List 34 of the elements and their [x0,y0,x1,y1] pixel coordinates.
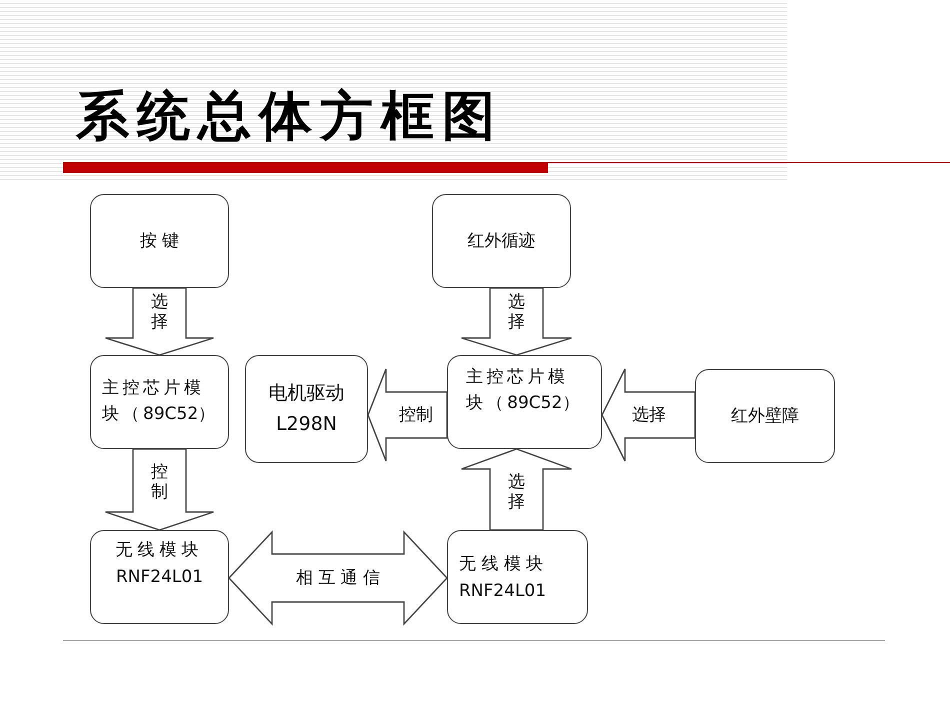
title: 系统总体方框图 [76,86,503,146]
label: 红外壁障 [731,405,799,428]
rounded-box [447,530,588,624]
edge-label: 选择 [150,292,168,332]
label: RNF24L01 [459,580,546,603]
block-arrow [367,368,448,462]
block-arrow [601,368,696,462]
block-arrow [228,530,448,626]
label: 无线模块 [116,539,204,562]
rounded-box [90,194,229,288]
block-arrow [460,448,572,531]
label: 无 线 模 块 [459,553,544,576]
block-arrow [460,287,572,356]
rounded-box [245,355,368,463]
label: RNF24L01 [116,566,204,589]
block-arrow [104,448,214,531]
label: 主控芯片模块（89C52） [466,366,583,415]
label: 电机驱动 [268,381,344,406]
rounded-box [695,369,835,463]
rounded-box [90,530,229,624]
label: L298N [276,412,338,437]
edge-label: 控制 [150,462,168,502]
edge-label: 选择 [632,405,666,425]
label: 主控芯片模块（89C52） [102,377,219,426]
edge-label: 控制 [399,405,433,425]
edge-label: 选择 [508,472,526,512]
edge-label: 选择 [508,292,526,332]
rounded-box [432,194,571,288]
rounded-box [90,355,229,449]
rounded-box [447,355,602,449]
label: 红外循迹 [468,230,536,253]
label: 按 键 [140,230,180,253]
block-arrow [104,287,214,356]
edge-label: 相 互 通 信 [296,568,380,588]
